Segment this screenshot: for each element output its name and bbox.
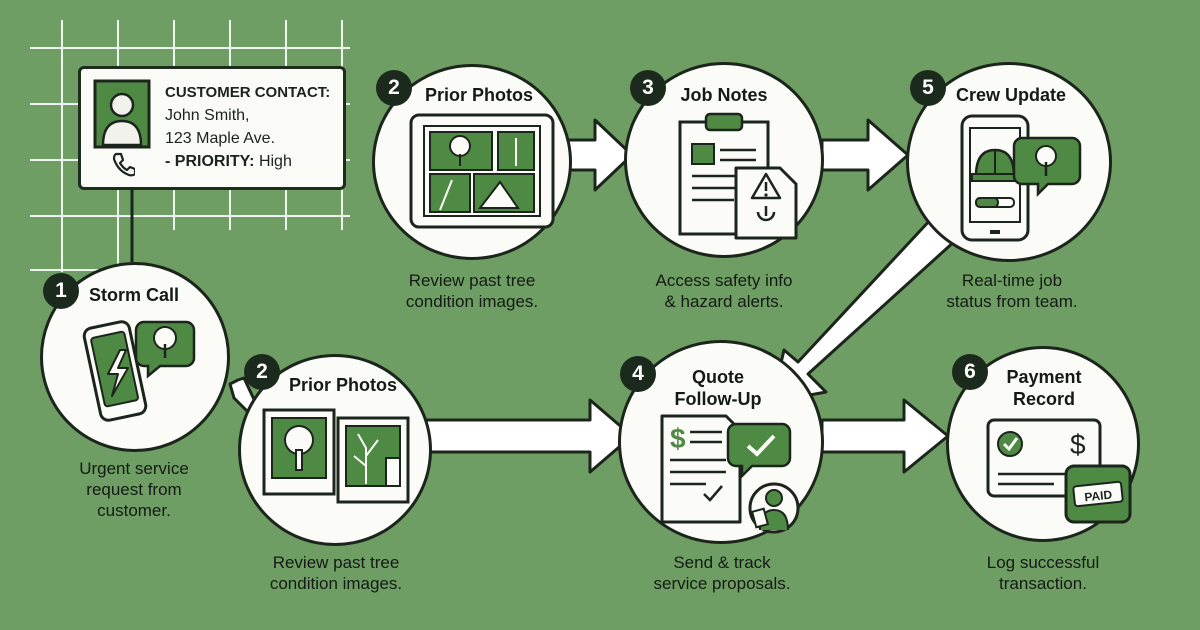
step-payment-record-title: Payment Record: [992, 366, 1096, 410]
smartphone-icon: [82, 320, 196, 422]
customer-name: John Smith,: [165, 107, 250, 124]
step-crew-update-caption: Real-time job status from team.: [932, 270, 1092, 312]
tablet-icon: [409, 113, 555, 229]
step-prior-photos-top-title: Prior Photos: [424, 85, 533, 105]
customer-address: 123 Maple Ave.: [165, 130, 276, 147]
paid-stamp-icon: PAID: [1064, 464, 1132, 524]
tree-photo-icon: [429, 131, 535, 213]
caption-line: Log successful: [986, 553, 1100, 572]
caption-line: transaction.: [999, 574, 1087, 593]
title-line: Follow-Up: [674, 389, 762, 409]
smartphone-icon: [960, 114, 1082, 242]
caption-line: status from team.: [946, 292, 1078, 311]
phone-icon: [112, 152, 135, 177]
priority-label: - PRIORITY:: [165, 153, 255, 170]
step-job-notes-badge: 3: [630, 70, 666, 106]
svg-text:$: $: [1070, 429, 1086, 460]
step-crew-update-badge: 5: [910, 70, 946, 106]
step-storm-call-badge: 1: [43, 273, 79, 309]
step-storm-call-title: Storm Call: [88, 285, 180, 305]
hazard-warning-icon: [734, 166, 798, 240]
step-prior-photos-bottom-badge: 2: [244, 354, 280, 390]
step-quote-follow-up-caption: Send & track service proposals.: [638, 552, 806, 594]
step-payment-record-caption: Log successful transaction.: [966, 552, 1120, 594]
title-line: Payment: [1006, 367, 1082, 387]
title-line: Record: [1012, 389, 1075, 409]
caption-line: Urgent service: [79, 459, 189, 478]
clipboard-icon: [678, 112, 798, 240]
caption-line: service proposals.: [653, 574, 791, 593]
paid-stamp-text: PAID: [1084, 488, 1113, 505]
step-quote-follow-up-title: Quote Follow-Up: [662, 366, 774, 410]
step-prior-photos-bottom-title: Prior Photos: [288, 375, 397, 395]
step-storm-call-caption: Urgent service request from customer.: [58, 458, 210, 521]
svg-text:$: $: [670, 423, 686, 454]
arrow-notes-to-crew: [820, 118, 910, 192]
lightning-icon: [107, 349, 129, 397]
customer-contact-card[interactable]: CUSTOMER CONTACT: John Smith, 123 Maple …: [78, 66, 346, 190]
step-crew-update-title: Crew Update: [955, 85, 1067, 105]
caption-line: condition images.: [269, 574, 403, 593]
tree-chat-bubble-icon: [1012, 136, 1082, 198]
caption-line: Real-time job: [961, 271, 1063, 290]
customer-avatar-icon: [93, 79, 151, 149]
caption-line: request from: [86, 480, 182, 499]
step-prior-photos-top-badge: 2: [376, 70, 412, 106]
arrow-photos-to-notes: [566, 118, 634, 192]
step-quote-follow-up-badge: 4: [620, 356, 656, 392]
arrow-photos-to-quote: [420, 398, 634, 474]
caption-line: condition images.: [405, 292, 539, 311]
step-job-notes-title: Job Notes: [680, 85, 768, 105]
title-line: Quote: [692, 367, 744, 387]
priority-value: High: [258, 153, 292, 170]
step-prior-photos-bottom-caption: Review past tree condition images.: [256, 552, 416, 594]
person-tablet-icon: [748, 482, 800, 534]
photo-prints-icon: [262, 408, 410, 504]
caption-line: Access safety info: [655, 271, 793, 290]
step-prior-photos-top-caption: Review past tree condition images.: [392, 270, 552, 312]
quote-document-icon: $: [660, 414, 800, 534]
caption-line: Review past tree: [272, 553, 400, 572]
caption-line: Send & track: [673, 553, 771, 572]
caption-line: & hazard alerts.: [664, 292, 784, 311]
checkmark-bubble-icon: [726, 422, 792, 480]
step-job-notes-caption: Access safety info & hazard alerts.: [642, 270, 806, 312]
payment-card-icon: $ PAID: [986, 418, 1132, 524]
customer-priority: - PRIORITY: High: [165, 150, 330, 173]
caption-line: customer.: [97, 501, 171, 520]
customer-contact-heading: CUSTOMER CONTACT:: [165, 84, 331, 101]
step-payment-record-badge: 6: [952, 354, 988, 390]
arrow-quote-to-payment: [820, 398, 950, 474]
caption-line: Review past tree: [408, 271, 536, 290]
